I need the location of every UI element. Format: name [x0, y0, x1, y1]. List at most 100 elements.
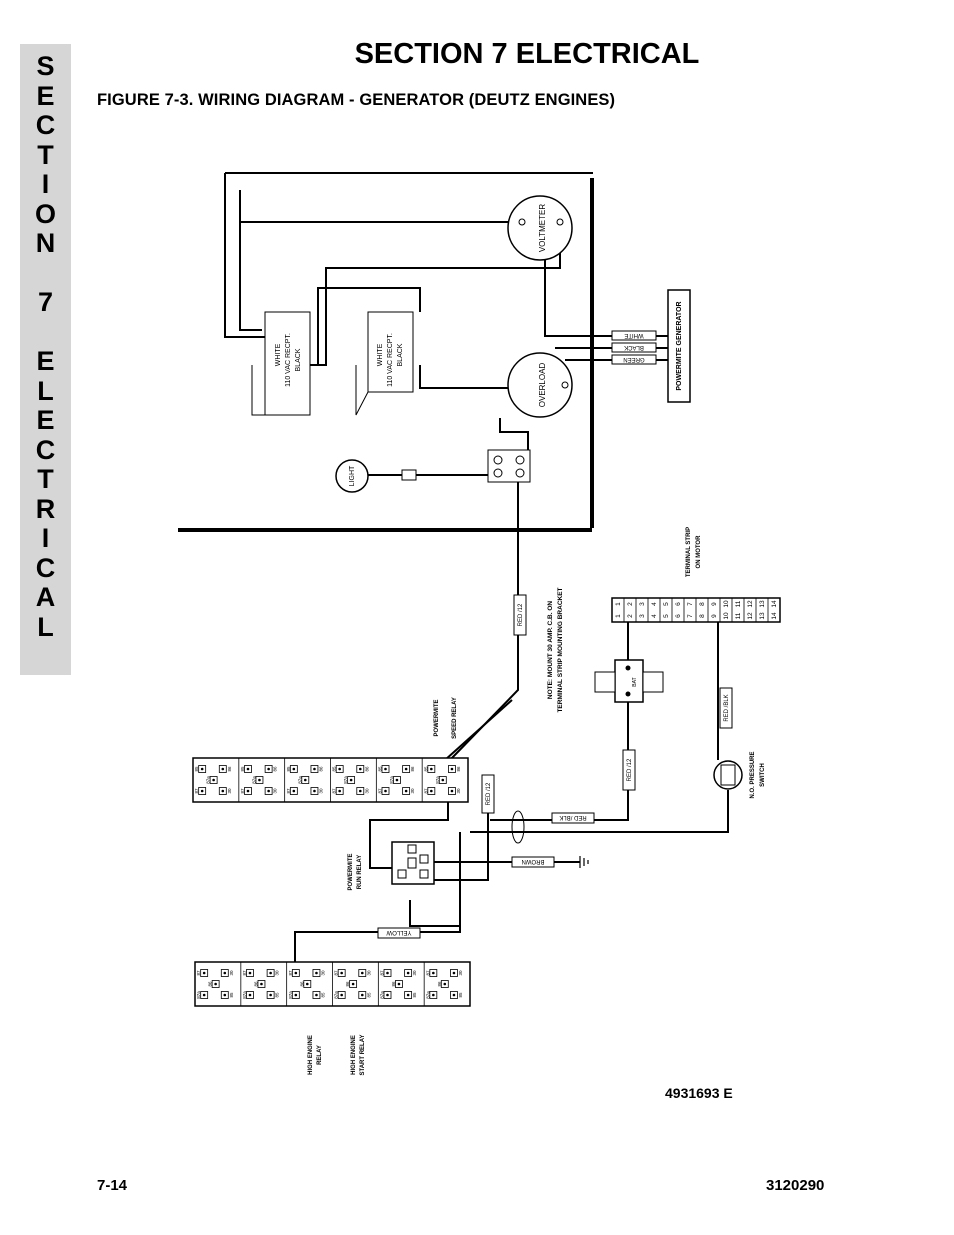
relay-pin-label: 87a: [242, 991, 247, 999]
voltmeter-gauge: [507, 195, 573, 261]
relay-pin-label: 87a: [288, 991, 293, 999]
generator-box: [667, 289, 691, 403]
side-tab-letter: S: [36, 51, 55, 81]
light-icon: [335, 459, 369, 493]
wire-red12-second: [444, 699, 513, 761]
wire-run-down: [409, 900, 460, 927]
relay-pin-label: 86: [227, 766, 232, 772]
relay-pin-label: 86: [318, 766, 323, 772]
side-tab-letter: T: [37, 464, 54, 494]
receptacle-right: [367, 311, 414, 393]
relay-pin-label: 87a: [196, 991, 201, 999]
overload-breaker: [507, 352, 573, 418]
relay-pin-label: 86: [208, 981, 213, 987]
svg-text:POWERMITE: POWERMITE: [434, 700, 440, 737]
relay-pin-label: 87a: [425, 991, 430, 999]
svg-text:RED /BLK: RED /BLK: [559, 814, 586, 820]
relay-pin-label: 85: [423, 766, 428, 772]
svg-text:POWERMITE: POWERMITE: [348, 854, 354, 891]
relay-pin-label: 86: [299, 981, 304, 987]
terminal-number: 9: [711, 614, 718, 618]
relay-pin-label: 87: [240, 788, 245, 794]
terminal-number: 3: [639, 602, 646, 606]
relay-pin-label: 30: [364, 788, 369, 794]
light-label: LIGHT: [349, 465, 356, 486]
svg-text:N.O. PRESSURE: N.O. PRESSURE: [750, 751, 756, 798]
terminal-number: 12: [747, 600, 754, 608]
terminal-number: 14: [771, 612, 778, 620]
relay-pin-label: 85: [320, 992, 325, 998]
side-tab-letter: A: [35, 582, 56, 612]
page-number: 7-14: [97, 1177, 128, 1194]
relay-pin-label: 87: [194, 788, 199, 794]
relay-pin-label: 30: [412, 970, 417, 976]
relay-pin-label: 85: [378, 766, 383, 772]
relay-pin-label: 87a: [334, 991, 339, 999]
relay-pin-label: 87: [425, 970, 430, 976]
terminal-number: 5: [663, 614, 670, 618]
terminal-number: 10: [723, 612, 730, 620]
document-number: 3120290: [766, 1177, 825, 1194]
side-tab-letter: 7: [37, 287, 54, 317]
terminal-number: 10: [723, 600, 730, 608]
side-tab-letter: E: [36, 346, 55, 376]
relay-pin-label: 30: [366, 970, 371, 976]
run-relay: [391, 841, 435, 885]
svg-text:RED /12: RED /12: [486, 782, 492, 805]
relay-pin-label: 87: [286, 788, 291, 794]
relay-pin-label: 86: [391, 981, 396, 987]
relay-pin-label: 87a: [251, 776, 256, 784]
generator-label: POWERMITE GENERATOR: [676, 301, 683, 390]
terminal-number: 7: [687, 614, 694, 618]
terminal-number: 9: [711, 602, 718, 606]
part-number: 4931693 E: [665, 1085, 733, 1101]
svg-text:SWITCH: SWITCH: [760, 763, 766, 787]
terminal-number: 13: [759, 600, 766, 608]
svg-text:HIGH ENGINE: HIGH ENGINE: [351, 1035, 357, 1075]
wire-yellow: [294, 832, 461, 962]
relay-pin-label: 30: [229, 970, 234, 976]
relay-pin-label: 86: [456, 766, 461, 772]
relay-pin-label: 86: [364, 766, 369, 772]
relay-pin-label: 86: [273, 766, 278, 772]
terminal-number: 1: [615, 614, 622, 618]
overload-label: OVERLOAD: [538, 363, 547, 408]
relay-pin-label: 87a: [389, 776, 394, 784]
svg-text:WHITE: WHITE: [275, 343, 282, 366]
side-tab-letter: I: [41, 169, 50, 199]
relay-pin-label: 87: [242, 970, 247, 976]
relay-pin-label: 87: [378, 788, 383, 794]
svg-text:NOTE: MOUNT 30 AMP. C.B. ON: NOTE: MOUNT 30 AMP. C.B. ON: [547, 601, 554, 700]
svg-text:BAT: BAT: [632, 677, 638, 686]
relay-pin-label: 85: [458, 992, 463, 998]
relay-pin-label: 86: [410, 766, 415, 772]
terminal-number: 1: [615, 602, 622, 606]
relay-pin-label: 87a: [206, 776, 211, 784]
side-tab-letter: C: [35, 110, 56, 140]
svg-text:TERMINAL STRIP MOUNTING BRACKE: TERMINAL STRIP MOUNTING BRACKET: [557, 587, 564, 712]
relay-pin-label: 87a: [297, 776, 302, 784]
terminal-number: 13: [759, 612, 766, 620]
relay-pin-label: 30: [227, 788, 232, 794]
relay-pin-label: 30: [456, 788, 461, 794]
relay-pin-label: 85: [229, 992, 234, 998]
relay-pin-label: 30: [410, 788, 415, 794]
wire-breaker-red: [490, 702, 629, 821]
svg-text:YELLOW: YELLOW: [386, 929, 411, 935]
svg-text:WHITE: WHITE: [377, 343, 384, 366]
terminal-number: 8: [699, 614, 706, 618]
svg-text:BLACK: BLACK: [624, 344, 644, 350]
wire-speed-run: [369, 800, 449, 869]
terminal-number: 2: [627, 614, 634, 618]
relay-pin-label: 87a: [380, 991, 385, 999]
svg-text:WHITE: WHITE: [624, 332, 643, 338]
relay-pin-label: 85: [240, 766, 245, 772]
relay-pin-label: 87a: [435, 776, 440, 784]
pressure-switch: [713, 760, 743, 790]
terminal-number: 12: [747, 612, 754, 620]
svg-text:RED /12: RED /12: [518, 603, 524, 626]
wire-red12-main: [449, 482, 519, 761]
